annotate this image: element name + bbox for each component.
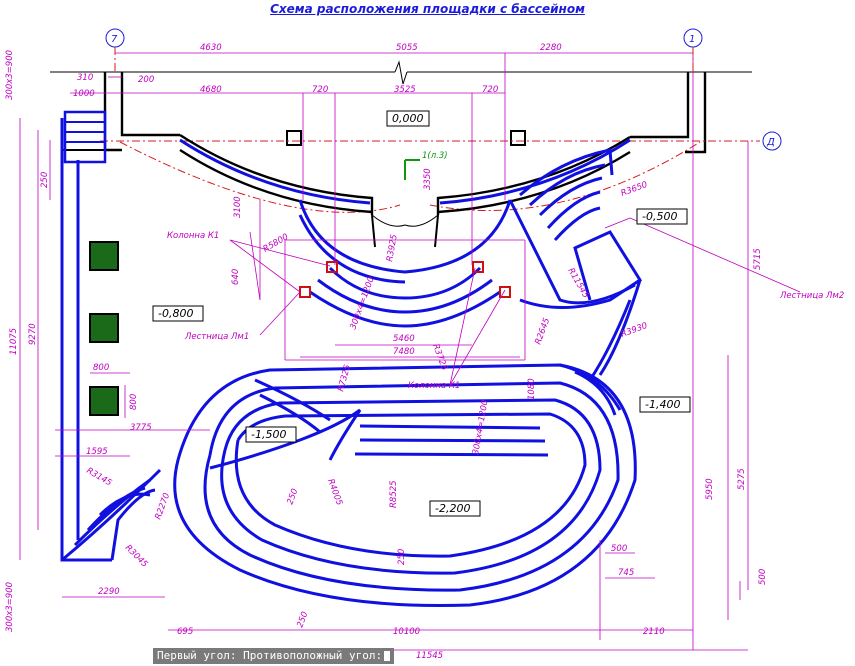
level-0000: 0,000 [392, 112, 424, 125]
section-marker: 1(л.3) [404, 151, 448, 180]
radius-8525: R8525 [389, 480, 399, 508]
dim-5055: 5055 [396, 43, 418, 53]
dim-1080: 1080 [527, 378, 537, 400]
level-1400: -1,400 [645, 398, 680, 411]
axis-1-label: 1 [689, 34, 695, 45]
dim-200: 200 [138, 75, 154, 85]
dim-800-h: 800 [93, 363, 109, 373]
dim-4680: 4680 [200, 85, 222, 95]
axis-bubbles: 7 1 Д [105, 28, 782, 151]
dim-250-b: 250 [397, 549, 407, 565]
left-dimension-texts: 300х3=900 250 11075 9270 300х3=900 [5, 50, 50, 632]
dim-3350: 3350 [423, 168, 433, 190]
radius-5800: R5800 [262, 232, 291, 254]
right-dimension-texts: 5715 5275 500 [737, 248, 768, 585]
dim-1000: 1000 [73, 89, 95, 99]
dim-745: 745 [618, 568, 634, 578]
dim-500-inner: 500 [611, 544, 627, 554]
dim-left-900-top: 300х3=900 [5, 50, 15, 100]
drawing-title: Схема расположения площадки с бассейном [270, 2, 585, 16]
dim-1595: 1595 [86, 447, 108, 457]
upper-curved-wall [179, 133, 631, 248]
dim-640: 640 [231, 269, 241, 285]
pool-outline [60, 110, 643, 608]
columns-k1 [299, 261, 511, 298]
dim-left-900-bottom: 300х3=900 [5, 582, 15, 632]
radius-11545: R11545 [565, 267, 590, 301]
dim-left-250: 250 [40, 172, 50, 188]
dim-right-500: 500 [758, 569, 768, 585]
radius-3145: R3145 [85, 466, 114, 488]
level-2200: -2,200 [435, 502, 470, 515]
dim-310: 310 [77, 73, 93, 83]
dim-800-v: 800 [129, 394, 139, 410]
axis-7-label: 7 [111, 34, 118, 45]
dim-2290: 2290 [98, 587, 120, 597]
column-k1-label-top: Колонна К1 [167, 231, 219, 241]
dim-2280: 2280 [540, 43, 562, 53]
dim-5460: 5460 [393, 334, 415, 344]
dim-right-5275: 5275 [737, 468, 747, 490]
top-dimension-texts: 4630 5055 2280 310 200 1000 4680 720 352… [73, 43, 562, 99]
radius-3045: R3045 [123, 543, 150, 570]
dim-250-a: 250 [285, 487, 300, 506]
radius-4005: R4005 [325, 478, 344, 507]
radius-3650: R3650 [620, 180, 649, 199]
dimension-lines [19, 50, 801, 651]
axis-d-label: Д [766, 137, 775, 148]
command-line-text: Первый угол: Противоположный угол: [157, 649, 383, 662]
dim-3775: 3775 [130, 423, 152, 433]
dim-4630: 4630 [200, 43, 222, 53]
column-k1-label-bottom: Колонна К1 [408, 381, 460, 391]
section-mark-text: 1(л.3) [422, 151, 448, 161]
radius-3925: R3925 [385, 234, 400, 263]
level-marks: 0,000 -0,500 -0,800 -1,400 -1,500 -2,200 [152, 110, 691, 517]
dim-720-right: 720 [482, 85, 498, 95]
level-0800: -0,800 [158, 307, 193, 320]
leader-labels: Колонна К1 Лестница Лм1 Колонна К1 Лестн… [167, 231, 844, 391]
bottom-dimension-texts: 2290 695 10100 2110 11545 500 745 [98, 544, 665, 661]
dim-left-9270: 9270 [28, 323, 38, 345]
dim-left-11075: 11075 [9, 328, 19, 355]
dim-720-left: 720 [312, 85, 328, 95]
dim-3525: 3525 [394, 85, 416, 95]
command-line[interactable]: Первый угол: Противоположный угол: [153, 648, 395, 664]
dim-250-c: 250 [295, 610, 310, 629]
dim-10100: 10100 [393, 627, 420, 637]
dim-right-5715: 5715 [753, 248, 763, 270]
level-1500: -1,500 [251, 428, 286, 441]
ladder-lm1-label: Лестница Лм1 [184, 332, 249, 342]
dim-5950: 5950 [705, 478, 715, 500]
dim-3100: 3100 [233, 196, 243, 218]
planter-boxes [89, 241, 119, 416]
building-outline [50, 60, 752, 154]
radius-2270: R2270 [153, 492, 172, 521]
dim-7480: 7480 [393, 347, 415, 357]
ladder-lm2-label: Лестница Лм2 [779, 291, 844, 301]
dim-695: 695 [177, 627, 193, 637]
dim-11545: 11545 [416, 651, 443, 661]
radius-2645: R2645 [533, 317, 552, 346]
level-0500: -0,500 [642, 210, 677, 223]
dim-2110: 2110 [643, 627, 665, 637]
text-cursor-icon [384, 651, 391, 661]
